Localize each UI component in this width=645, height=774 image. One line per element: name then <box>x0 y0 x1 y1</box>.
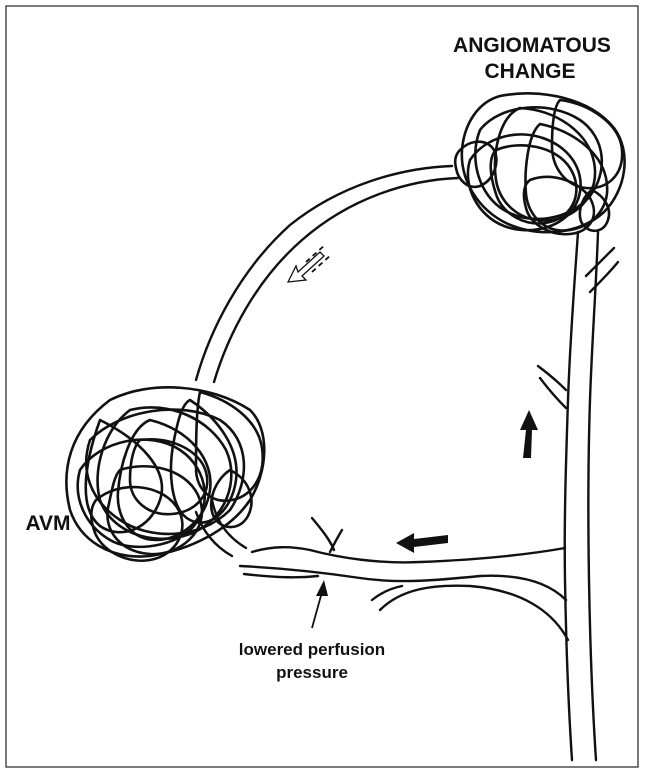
angiomatous-tangle <box>455 93 624 234</box>
connecting-vessel-inner-wall <box>214 178 458 382</box>
flow-arrow-up <box>520 410 538 458</box>
right-side-branch <box>538 366 566 408</box>
main-artery-right-wall <box>588 232 598 760</box>
connecting-vessel-outer-wall <box>196 166 452 380</box>
upper-right-branch <box>586 248 618 292</box>
angiomatous-change-label-line2: CHANGE <box>484 60 575 83</box>
avm-label: AVM <box>25 512 70 535</box>
main-artery-left-wall <box>565 232 578 760</box>
vessel-network <box>196 166 618 760</box>
reversed-flow-open-arrow <box>288 244 332 282</box>
base-junction-curve <box>380 586 568 640</box>
flow-arrow-left <box>396 533 448 553</box>
angiomatous-change-label-line1: ANGIOMATOUS <box>453 34 611 57</box>
avm-tangle <box>66 387 264 560</box>
branch-notch <box>312 518 342 552</box>
perfusion-label-line1: lowered perfusion <box>239 640 385 659</box>
perfusion-label-line2: pressure <box>276 663 348 682</box>
lower-left-extension <box>244 574 318 577</box>
perfusion-pointer-arrow <box>312 580 328 628</box>
